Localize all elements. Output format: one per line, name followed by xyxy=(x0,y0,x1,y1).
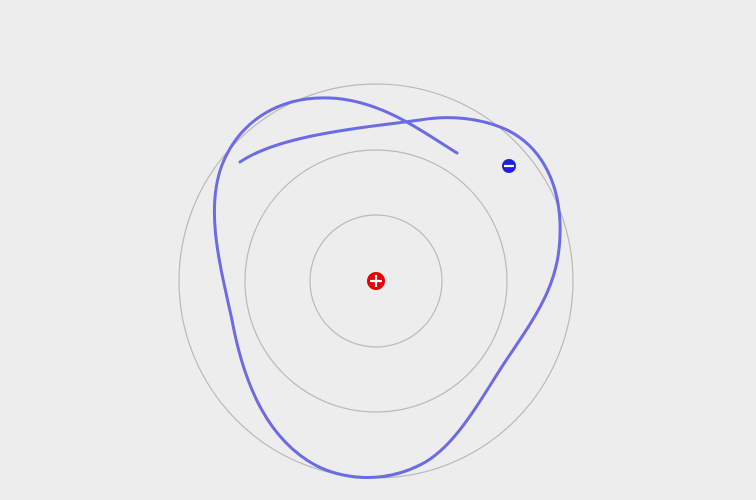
electron-trajectory xyxy=(212,96,562,480)
plus-icon xyxy=(370,275,382,287)
orbit-inner xyxy=(309,214,443,348)
orbit-middle xyxy=(244,149,508,413)
electron xyxy=(502,159,516,173)
nucleus xyxy=(367,272,385,290)
